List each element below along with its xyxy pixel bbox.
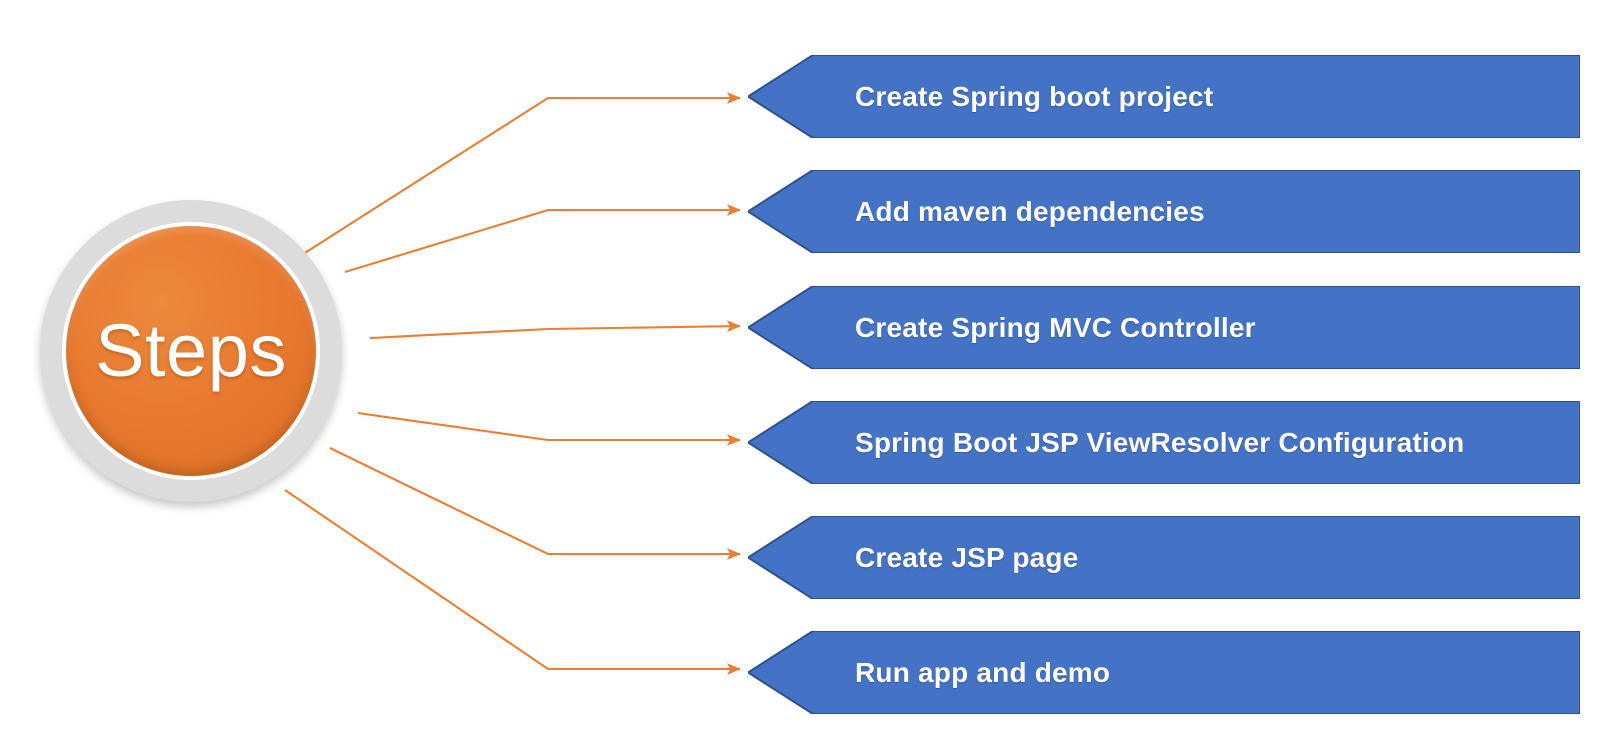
hub-core: Steps bbox=[66, 226, 316, 476]
connector-line-5 bbox=[329, 447, 741, 560]
chevron-shape bbox=[748, 286, 1580, 369]
connector-line-1 bbox=[299, 92, 741, 257]
chevron-shape bbox=[748, 401, 1580, 484]
step-label-4: Spring Boot JSP ViewResolver Configurati… bbox=[855, 426, 1465, 458]
step-chevron-5[interactable]: Create JSP page bbox=[748, 516, 1580, 599]
step-label-3: Create Spring MVC Controller bbox=[855, 311, 1256, 343]
connector-line-3 bbox=[369, 320, 741, 340]
hub-label: Steps bbox=[95, 309, 287, 392]
chevron-shape bbox=[748, 170, 1580, 253]
connector-line-4 bbox=[357, 411, 741, 446]
step-chevron-4[interactable]: Spring Boot JSP ViewResolver Configurati… bbox=[748, 401, 1580, 484]
step-label-2: Add maven dependencies bbox=[855, 195, 1205, 227]
step-chevron-2[interactable]: Add maven dependencies bbox=[748, 170, 1580, 253]
step-chevron-6[interactable]: Run app and demo bbox=[748, 631, 1580, 714]
step-label-1: Create Spring boot project bbox=[855, 80, 1214, 112]
chevron-shape bbox=[748, 516, 1580, 599]
step-chevron-3[interactable]: Create Spring MVC Controller bbox=[748, 286, 1580, 369]
connector-line-6 bbox=[284, 489, 741, 675]
step-chevron-1[interactable]: Create Spring boot project bbox=[748, 55, 1580, 138]
connector-line-2 bbox=[344, 204, 741, 274]
step-label-6: Run app and demo bbox=[855, 656, 1111, 688]
chevron-shape bbox=[748, 55, 1580, 138]
hub-circle[interactable]: Steps bbox=[40, 200, 342, 502]
step-label-5: Create JSP page bbox=[855, 541, 1079, 573]
chevron-shape bbox=[748, 631, 1580, 714]
